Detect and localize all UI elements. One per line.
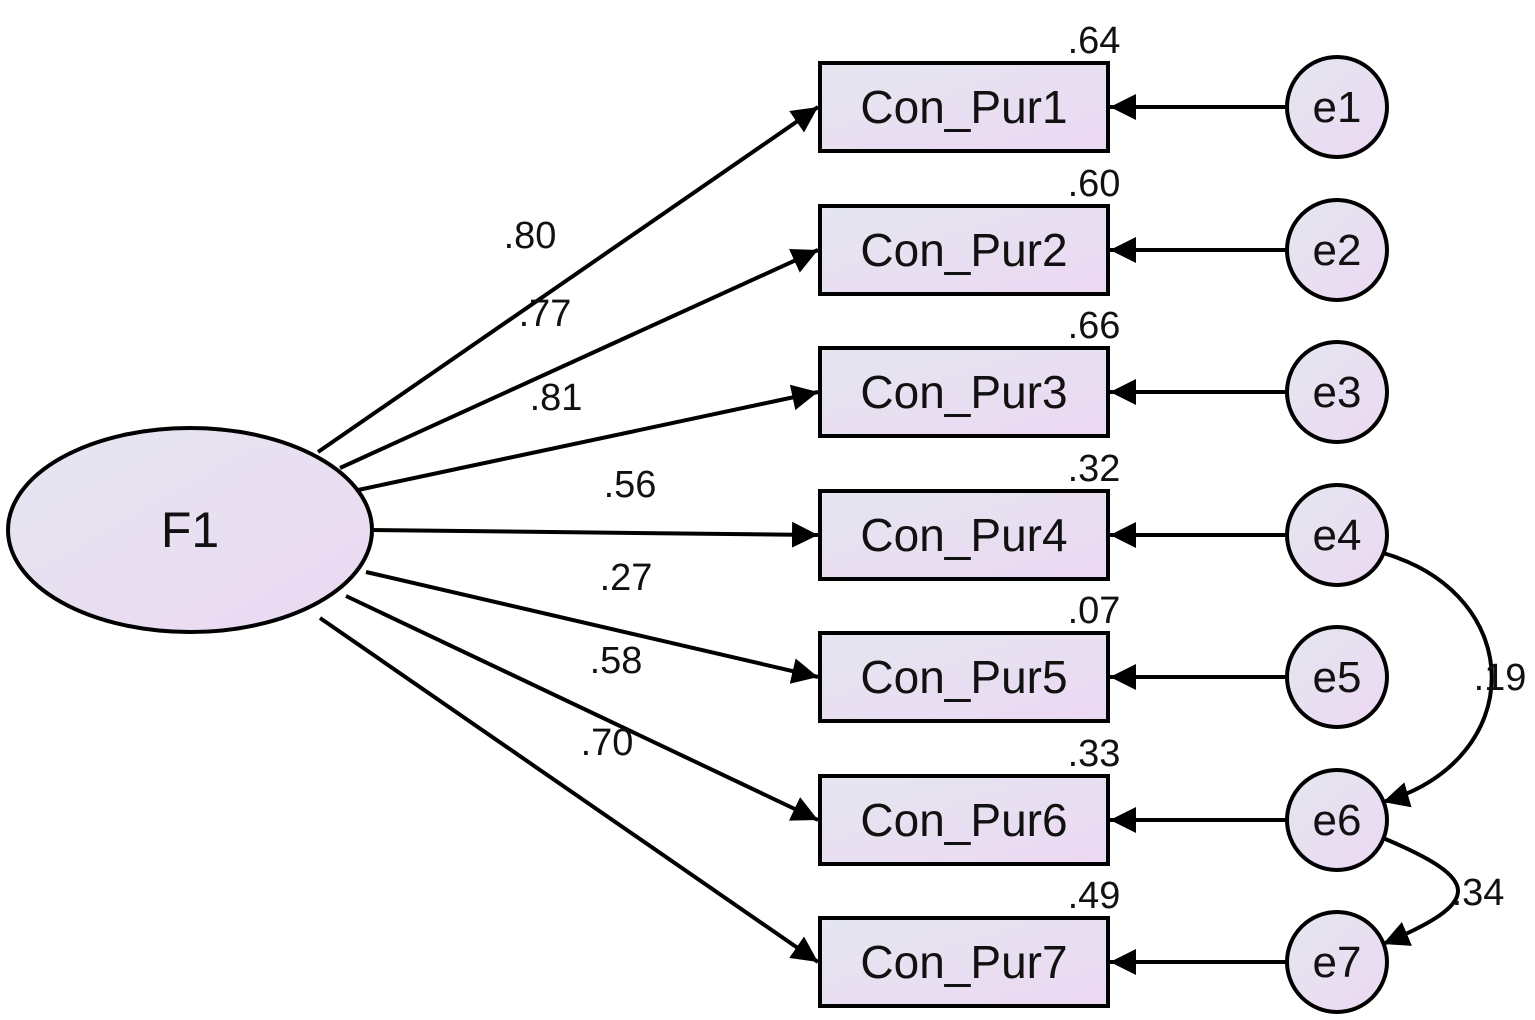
covariance-arc-1 (1354, 533, 1494, 808)
covariance-label-2: .34 (1452, 872, 1505, 914)
covariance-arc-2 (1353, 815, 1460, 946)
r-squared-label-5: .07 (1068, 590, 1121, 632)
indicator-label-3: Con_Pur3 (860, 366, 1067, 418)
r-squared-label-4: .32 (1068, 448, 1121, 490)
indicator-box-2 (818, 204, 1110, 296)
indicator-box-1 (818, 61, 1110, 153)
loading-path-5 (365, 570, 819, 684)
loading-path-4 (371, 521, 819, 548)
loading-label-7: .70 (581, 722, 634, 764)
r-squared-label-1: .64 (1068, 20, 1121, 62)
loading-label-1: .80 (504, 215, 557, 257)
r-squared-label-3: .66 (1068, 305, 1121, 347)
loading-path-7 (318, 616, 820, 964)
covariance-label-1: .19 (1474, 657, 1527, 699)
latent-factor-label: F1 (161, 502, 219, 558)
error-label-4: e4 (1313, 511, 1362, 560)
error-label-5: e5 (1313, 653, 1362, 702)
indicator-label-6: Con_Pur6 (860, 794, 1067, 846)
error-circle-5 (1285, 625, 1389, 729)
error-circle-4 (1285, 483, 1389, 587)
loading-label-6: .58 (590, 640, 643, 682)
error-circle-2 (1285, 198, 1389, 302)
indicator-box-7 (818, 916, 1110, 1008)
loading-label-5: .27 (600, 557, 653, 599)
indicator-box-5 (818, 631, 1110, 723)
loading-path-3 (357, 384, 819, 492)
error-label-2: e2 (1313, 226, 1362, 275)
indicator-label-2: Con_Pur2 (860, 224, 1067, 276)
latent-factor-ellipse (6, 426, 374, 634)
error-circle-3 (1285, 340, 1389, 444)
error-circle-7 (1285, 910, 1389, 1014)
loading-label-2: .77 (519, 293, 572, 335)
indicator-label-4: Con_Pur4 (860, 509, 1067, 561)
indicator-box-4 (818, 489, 1110, 581)
loading-path-2 (339, 248, 819, 470)
error-label-7: e7 (1313, 938, 1362, 987)
error-label-3: e3 (1313, 368, 1362, 417)
loading-label-4: .56 (604, 464, 657, 506)
error-label-1: e1 (1313, 83, 1362, 132)
r-squared-label-6: .33 (1068, 733, 1121, 775)
indicator-label-5: Con_Pur5 (860, 651, 1067, 703)
error-circle-1 (1285, 55, 1389, 159)
error-circle-6 (1285, 768, 1389, 872)
indicator-label-1: Con_Pur1 (860, 81, 1067, 133)
indicator-box-3 (818, 346, 1110, 438)
loading-path-6 (345, 594, 819, 822)
nodes-layer (6, 55, 1389, 1014)
error-label-6: e6 (1313, 796, 1362, 845)
r-squared-label-7: .49 (1068, 875, 1121, 917)
loading-label-3: .81 (530, 377, 583, 419)
indicator-box-6 (818, 774, 1110, 866)
loading-path-1 (316, 105, 820, 454)
r-squared-label-2: .60 (1068, 163, 1121, 205)
indicator-label-7: Con_Pur7 (860, 936, 1067, 988)
edges-layer (316, 94, 1494, 975)
